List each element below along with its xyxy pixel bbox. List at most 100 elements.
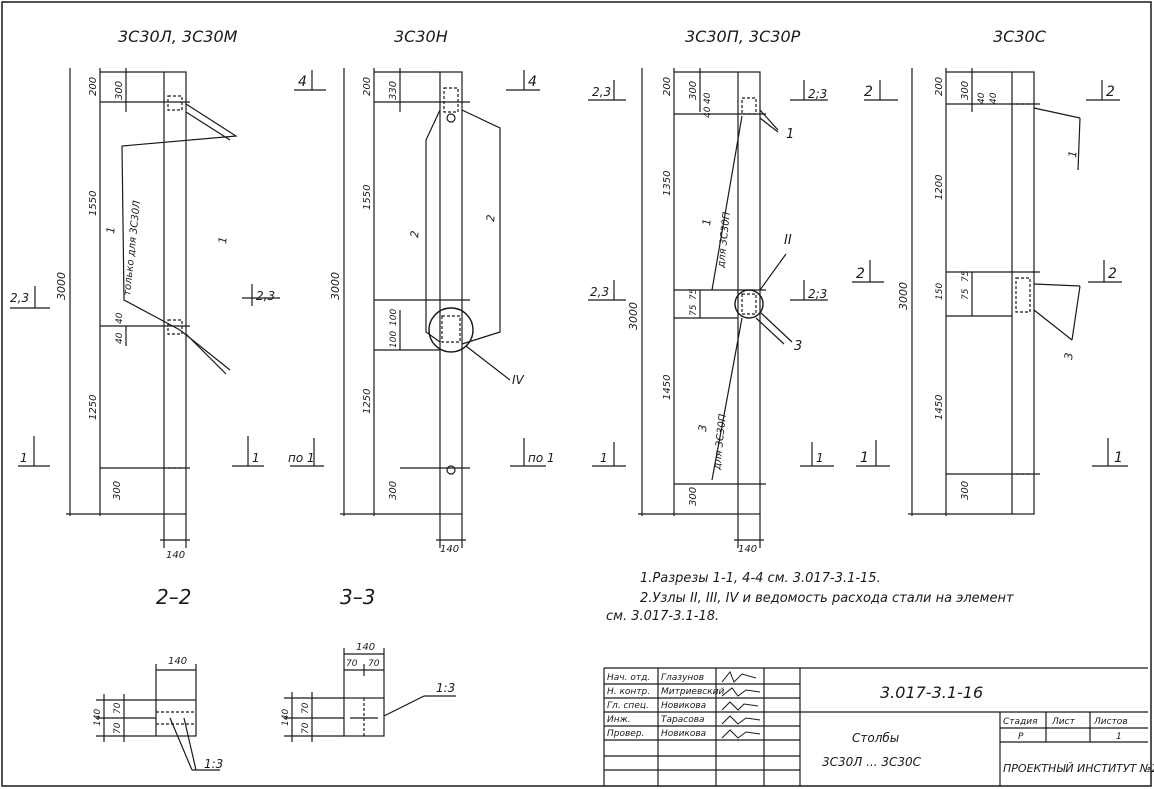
cut-4-right: 4: [528, 74, 537, 90]
dim-140-s22: 140: [168, 656, 187, 667]
dim-40-c3b: 40: [703, 106, 713, 118]
pos-1-c3b: 1: [786, 127, 794, 142]
cut-2-right-c4a: 2: [1106, 84, 1115, 100]
stamp-sheet-header: Лист: [1051, 717, 1076, 727]
cut-2-left-c4a: 2: [864, 84, 873, 100]
cut-2-left-c4b: 2: [856, 266, 865, 282]
dim-70-s33a: 70: [346, 659, 358, 669]
label-for-3s30p-b: для 3С30П: [712, 413, 729, 471]
node-4-c2: IV: [512, 373, 525, 387]
dim-300-c4: 300: [960, 81, 971, 100]
ratio-s22: 1:3: [204, 757, 223, 771]
cut-2-right-c4b: 2: [1108, 266, 1117, 282]
dim-1450-c3: 1450: [662, 375, 673, 400]
dim-150-c4: 150: [935, 283, 945, 300]
stamp-title-2: 3С30Л ... 3С30С: [822, 755, 922, 769]
node-2-c3: II: [784, 233, 792, 248]
note-line-3: см. 3.017-3.1-18.: [606, 609, 720, 624]
pos-1-c1b: 1: [216, 236, 230, 244]
dim-40-c3a: 40: [703, 92, 713, 104]
dim-100-c2: 100: [389, 309, 399, 326]
stamp-stage-header: Стадия: [1003, 717, 1038, 727]
stamp-role-1: Нач. отд.: [607, 673, 650, 683]
column-3s30l: [10, 68, 280, 548]
stamp-name-2: Митриевский: [661, 687, 724, 697]
stamp-code: 3.017-3.1-16: [880, 683, 983, 702]
dim-100b-c2: 100: [389, 331, 399, 348]
section-3-3-title: 3–3: [340, 585, 375, 609]
section-2-2-drawing: [96, 664, 220, 771]
pos-3-c3a: 3: [696, 424, 710, 432]
stamp-title-1: Столбы: [852, 731, 899, 745]
cut-23-right-c3b: 2;3: [808, 287, 827, 301]
dim-70-s33b: 70: [368, 659, 380, 669]
cut-1-right-c3: 1: [816, 451, 824, 465]
dim-3000-c4: 3000: [897, 282, 910, 310]
cut-23-left-c3a: 2,3: [592, 85, 611, 99]
label-for-3s30p-a: для 3С30П: [716, 211, 733, 269]
dim-300-c4b: 300: [960, 481, 971, 500]
dim-140-c3: 140: [738, 544, 757, 555]
stamp-name-4: Тарасова: [661, 715, 705, 725]
dim-3000-c1: 3000: [55, 272, 68, 300]
stamp-role-4: Инж.: [607, 715, 631, 725]
dim-200-c1: 200: [88, 77, 99, 96]
dim-300-c1: 300: [114, 81, 125, 100]
dim-40-c4a: 40: [977, 92, 987, 104]
stamp-sheets-value: 1: [1116, 732, 1122, 742]
cut-1-left-c4: 1: [860, 450, 869, 466]
dim-1350-c3: 1350: [662, 171, 673, 196]
dim-70-s22a: 70: [113, 702, 123, 714]
pos-3-c4: 3: [1062, 352, 1076, 360]
stamp-role-2: Н. контр.: [607, 687, 650, 697]
dim-200-c3: 200: [662, 77, 673, 96]
dim-40-c4b: 40: [989, 92, 999, 104]
cut-po1-left: по 1: [288, 451, 315, 465]
dim-40-c1: 40: [115, 332, 125, 344]
cut-1-right-c4: 1: [1114, 450, 1123, 466]
cut-23-right-c1: 2,3: [256, 289, 275, 303]
cut-1-left-c1: 1: [20, 451, 28, 465]
stamp-name-1: Глазунов: [661, 673, 704, 683]
cut-23-left-c3b: 2,3: [590, 285, 609, 299]
dim-70-s22b: 70: [113, 722, 123, 734]
cut-po1-right: по 1: [528, 451, 555, 465]
title-3s30p-3s30r: 3С30П, 3С30Р: [685, 27, 801, 46]
dim-140v-s22: 140: [93, 709, 103, 726]
stamp-stage-value: Р: [1018, 732, 1024, 742]
dim-140v-s33: 140: [281, 709, 291, 726]
title-block: [603, 667, 1148, 786]
dim-1550-c2: 1550: [362, 185, 373, 210]
stamp-sheets-header: Листов: [1093, 717, 1128, 727]
dim-300b-c1: 300: [112, 481, 123, 500]
dim-1550-c1: 1550: [88, 191, 99, 216]
cut-23-right-c3a: 2;3: [808, 87, 827, 101]
signature-scribbles: [721, 671, 761, 739]
dim-75-c4a: 75: [961, 270, 971, 282]
stamp-name-3: Новикова: [661, 701, 706, 711]
column-3s30p: [588, 68, 834, 548]
dim-75-c3b: 75: [689, 304, 699, 316]
column-3s30s: [852, 68, 1128, 516]
dim-75-c3a: 75: [689, 288, 699, 300]
title-3s30s: 3С30С: [993, 27, 1047, 46]
pos-1-c1a: 1: [104, 226, 118, 234]
cut-1-left-c3: 1: [600, 451, 608, 465]
dim-1250-c2: 1250: [362, 389, 373, 414]
dim-140-c2: 140: [440, 544, 459, 555]
dim-300-c2: 300: [388, 481, 399, 500]
note-line-1: 1.Разрезы 1-1, 4-4 см. 3.017-3.1-15.: [640, 571, 881, 586]
title-3s30l-3s30m: 3С30Л, 3С30М: [118, 27, 238, 46]
dim-1200-c4: 1200: [934, 175, 945, 200]
note-line-2: 2.Узлы II, III, IV и ведомость расхода с…: [640, 591, 1014, 606]
column-3s30n: [290, 68, 546, 548]
dim-1250-c1: 1250: [88, 395, 99, 420]
section-3-3-drawing: [284, 648, 456, 742]
cut-23-left-c1: 2,3: [10, 291, 29, 305]
dim-1450-c4: 1450: [934, 395, 945, 420]
cut-1-right-c1: 1: [252, 451, 260, 465]
dim-3000-c3: 3000: [627, 302, 640, 330]
section-2-2-title: 2–2: [156, 585, 191, 609]
